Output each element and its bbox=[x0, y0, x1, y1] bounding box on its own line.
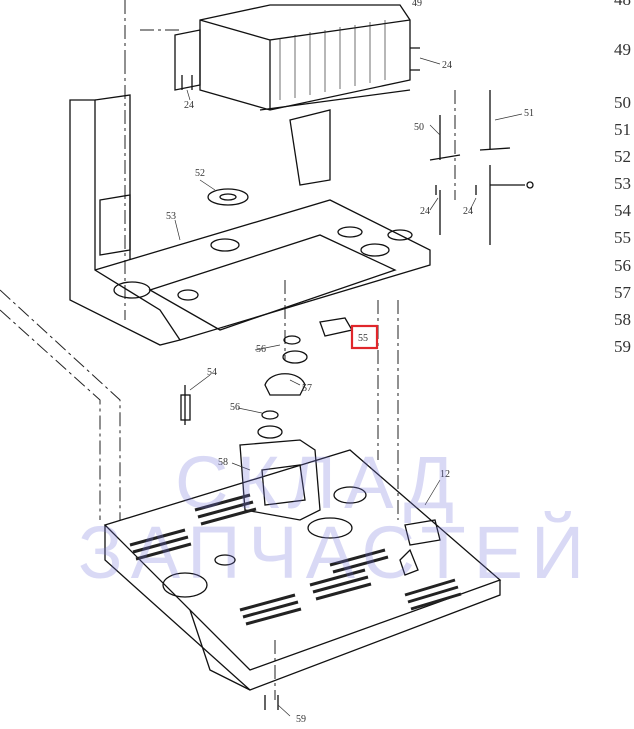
parts-index-item: 52 bbox=[614, 147, 631, 166]
callout-53: 53 bbox=[166, 211, 176, 222]
bottom-plate bbox=[103, 449, 502, 691]
callout-24: 24 bbox=[463, 206, 473, 217]
callout-49: 49 bbox=[412, 0, 422, 9]
callout-55[interactable]: 55 bbox=[358, 333, 368, 344]
callout-51: 51 bbox=[524, 108, 534, 119]
callout-50: 50 bbox=[414, 122, 424, 133]
parts-index-item: 54 bbox=[614, 201, 631, 220]
watermark-line-2: ЗАПЧАСТЕЙ bbox=[78, 511, 593, 594]
callout-24: 24 bbox=[420, 206, 430, 217]
callout-52: 52 bbox=[195, 168, 205, 179]
parts-index-item: 53 bbox=[614, 174, 631, 193]
highlight-box-55[interactable] bbox=[350, 324, 379, 350]
parts-index-item: 56 bbox=[614, 256, 631, 275]
parts-index-item: 51 bbox=[614, 120, 631, 139]
callout-58: 58 bbox=[218, 457, 228, 468]
gas-pipe-parts bbox=[180, 317, 354, 425]
callout-24: 24 bbox=[184, 100, 194, 111]
burner-ring bbox=[207, 188, 249, 206]
parts-index-item: 55 bbox=[614, 228, 631, 247]
callout-56: 56 bbox=[230, 402, 240, 413]
callout-56: 56 bbox=[256, 344, 266, 355]
callout-54: 54 bbox=[207, 367, 217, 378]
callout-57: 57 bbox=[302, 383, 312, 394]
parts-index-item: 48 bbox=[614, 0, 631, 10]
parts-index-item: 49 bbox=[614, 40, 631, 59]
electrodes bbox=[429, 90, 534, 245]
parts-index-item: 57 bbox=[614, 283, 631, 302]
gas-valve bbox=[239, 425, 321, 521]
callout-24: 24 bbox=[442, 60, 452, 71]
callout-59: 59 bbox=[296, 714, 306, 725]
parts-index-item: 59 bbox=[614, 337, 631, 356]
heat-exchanger bbox=[174, 4, 411, 111]
parts-index-item: 50 bbox=[614, 93, 631, 112]
combustion-chamber-frame bbox=[69, 94, 431, 346]
parts-index-item: 58 bbox=[614, 310, 631, 329]
watermark-line-1: СКЛАД bbox=[175, 441, 463, 524]
callout-12: 12 bbox=[440, 469, 450, 480]
